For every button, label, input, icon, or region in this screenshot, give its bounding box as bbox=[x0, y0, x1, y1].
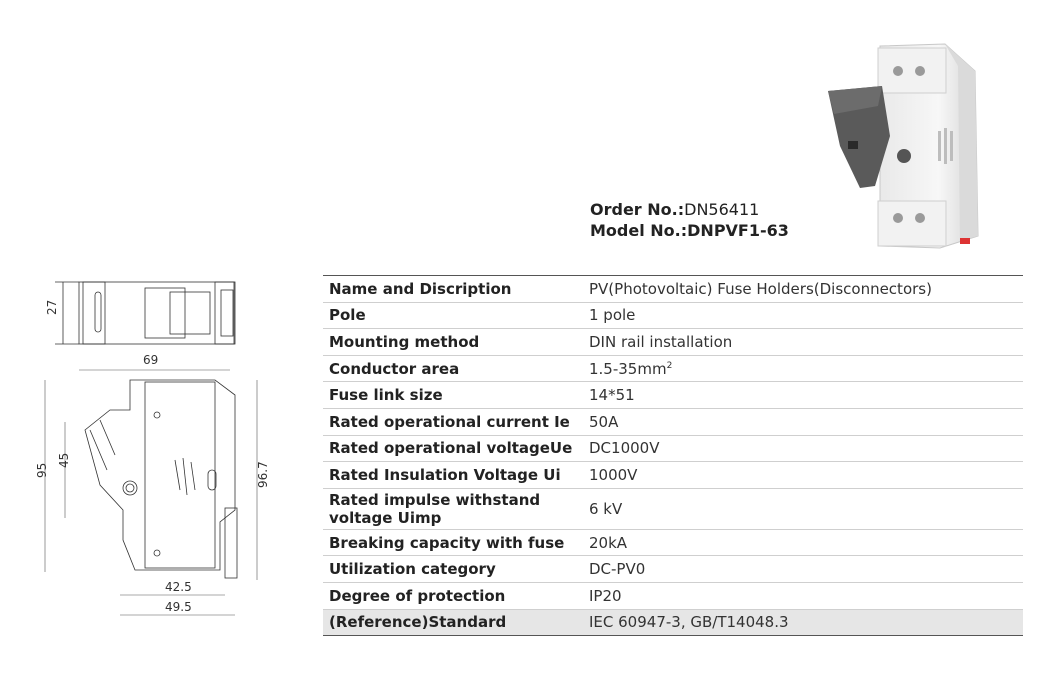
spec-value-text: 1.5-35mm bbox=[589, 359, 667, 378]
dim-height-inner: 45 bbox=[57, 453, 71, 468]
spec-name: (Reference)Standard bbox=[323, 609, 583, 637]
dim-height-total: 95 bbox=[35, 463, 49, 478]
spec-name: Mounting method bbox=[323, 328, 583, 356]
spec-value: 50A bbox=[583, 408, 1023, 436]
spec-value: DC-PV0 bbox=[583, 555, 1023, 583]
dimension-drawing: 27 69 95 45 96.7 42.5 49.5 bbox=[35, 281, 270, 616]
model-value: DNPVF1-63 bbox=[687, 221, 789, 240]
spec-name: Breaking capacity with fuse bbox=[323, 529, 583, 557]
spec-name: Rated operational current Ie bbox=[323, 408, 583, 436]
model-label: Model No.: bbox=[590, 221, 688, 240]
spec-value: 1.5-35mm2 bbox=[583, 355, 1023, 383]
dim-width-top: 69 bbox=[143, 353, 158, 367]
spec-value: PV(Photovoltaic) Fuse Holders(Disconnect… bbox=[583, 275, 1023, 303]
spec-value: 6 kV bbox=[583, 488, 1023, 530]
dim-depth-2: 49.5 bbox=[165, 600, 192, 614]
dim-depth-1: 42.5 bbox=[165, 580, 192, 594]
top-view bbox=[55, 281, 236, 345]
spec-name: Rated impulse withstand voltage Uimp bbox=[323, 488, 583, 530]
spec-name: Utilization category bbox=[323, 555, 583, 583]
dim-height-top: 27 bbox=[45, 300, 59, 315]
dim-height-rail: 96.7 bbox=[256, 461, 270, 488]
spec-name: Fuse link size bbox=[323, 381, 583, 409]
spec-name: Pole bbox=[323, 302, 583, 330]
spec-name: Degree of protection bbox=[323, 582, 583, 610]
order-label: Order No.: bbox=[590, 200, 685, 219]
spec-value: DC1000V bbox=[583, 435, 1023, 463]
model-number: Model No.:DNPVF1-63 bbox=[590, 220, 789, 241]
spec-value: DIN rail installation bbox=[583, 328, 1023, 356]
order-value: DN56411 bbox=[684, 200, 760, 219]
dimension-lines bbox=[44, 369, 258, 616]
order-info: Order No.:DN56411 Model No.:DNPVF1-63 bbox=[590, 199, 789, 241]
spec-value-superscript: 2 bbox=[666, 360, 673, 371]
spec-value: IEC 60947-3, GB/T14048.3 bbox=[583, 609, 1023, 637]
spec-name: Rated Insulation Voltage Ui bbox=[323, 461, 583, 489]
spec-value: 14*51 bbox=[583, 381, 1023, 409]
spec-name: Rated operational voltageUe bbox=[323, 435, 583, 463]
side-view bbox=[84, 379, 238, 579]
spec-value: 20kA bbox=[583, 529, 1023, 557]
spec-value: 1 pole bbox=[583, 302, 1023, 330]
product-image bbox=[828, 43, 979, 249]
order-number: Order No.:DN56411 bbox=[590, 199, 789, 220]
spec-name: Name and Discription bbox=[323, 275, 583, 303]
spec-name: Conductor area bbox=[323, 355, 583, 383]
spec-value: 1000V bbox=[583, 461, 1023, 489]
spec-value: IP20 bbox=[583, 582, 1023, 610]
